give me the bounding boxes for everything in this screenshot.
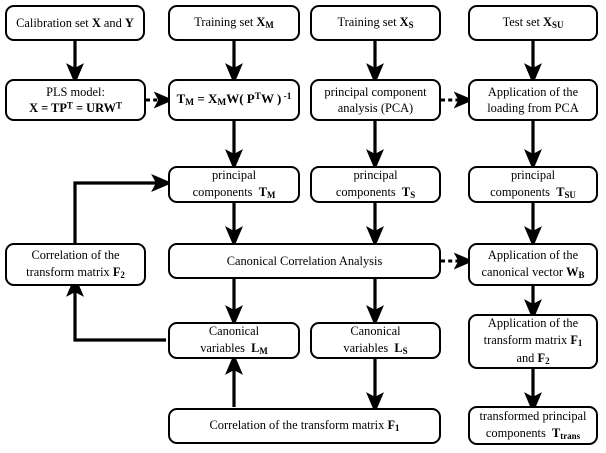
- node-pc-tm-label: principal components TM: [192, 168, 276, 200]
- node-loading-from-pca[interactable]: Application of the loading from PCA: [468, 79, 598, 121]
- node-transform-matrix-f1f2-label: Application of the transform matrix F1 a…: [483, 316, 583, 366]
- node-pls-model[interactable]: PLS model: X = TPT = URWT: [5, 79, 146, 121]
- node-canonical-vars-lm[interactable]: Canonical variables LM: [168, 322, 300, 359]
- node-transformed-pc-label: transformed principal components Ttrans: [479, 409, 587, 441]
- edge-f2-to-pctm: [73, 174, 173, 243]
- node-pc-tm[interactable]: principal components TM: [168, 166, 300, 203]
- node-canonical-vars-ls[interactable]: Canonical variables LS: [310, 322, 441, 359]
- node-canonical-vector-wb-label: Application of the canonical vector WB: [481, 248, 585, 280]
- node-training-set-s-label: Training set XS: [337, 15, 414, 31]
- node-pc-ts-label: principal components TS: [335, 168, 416, 200]
- node-cca-label: Canonical Correlation Analysis: [226, 253, 383, 268]
- node-correlation-f2[interactable]: Correlation of the transform matrix F2: [5, 243, 146, 286]
- node-correlation-f2-label: Correlation of the transform matrix F2: [26, 248, 125, 280]
- node-correlation-f1[interactable]: Correlation of the transform matrix F1: [168, 408, 441, 444]
- node-training-set-m[interactable]: Training set XM: [168, 5, 300, 41]
- node-training-set-s[interactable]: Training set XS: [310, 5, 441, 41]
- node-canonical-vars-ls-label: Canonical variables LS: [343, 324, 408, 356]
- node-pca[interactable]: principal component analysis (PCA): [310, 79, 441, 121]
- node-pls-model-label: PLS model: X = TPT = URWT: [29, 84, 122, 116]
- node-test-set-su-label: Test set XSU: [502, 15, 564, 31]
- node-test-set-su[interactable]: Test set XSU: [468, 5, 598, 41]
- node-transformed-pc[interactable]: transformed principal components Ttrans: [468, 406, 598, 445]
- node-tm-equation-label: TM = XMW( PTW ) -1: [176, 91, 292, 109]
- node-canonical-vars-lm-label: Canonical variables LM: [200, 324, 268, 356]
- node-pca-label: principal component analysis (PCA): [324, 84, 427, 116]
- node-calibration-set[interactable]: Calibration set X and Y: [5, 5, 145, 41]
- node-transform-matrix-f1f2[interactable]: Application of the transform matrix F1 a…: [468, 314, 598, 369]
- node-tm-equation[interactable]: TM = XMW( PTW ) -1: [168, 79, 300, 121]
- node-correlation-f1-label: Correlation of the transform matrix F1: [209, 418, 400, 434]
- node-loading-from-pca-label: Application of the loading from PCA: [487, 84, 579, 116]
- node-pc-tsu[interactable]: principal components TSU: [468, 166, 598, 203]
- node-pc-tsu-label: principal components TSU: [490, 168, 576, 200]
- edge-lm-to-f2: [66, 275, 166, 342]
- node-pc-ts[interactable]: principal components TS: [310, 166, 441, 203]
- node-training-set-m-label: Training set XM: [194, 15, 274, 31]
- node-canonical-vector-wb[interactable]: Application of the canonical vector WB: [468, 243, 598, 286]
- node-calibration-set-label: Calibration set X and Y: [16, 15, 134, 30]
- node-cca[interactable]: Canonical Correlation Analysis: [168, 243, 441, 279]
